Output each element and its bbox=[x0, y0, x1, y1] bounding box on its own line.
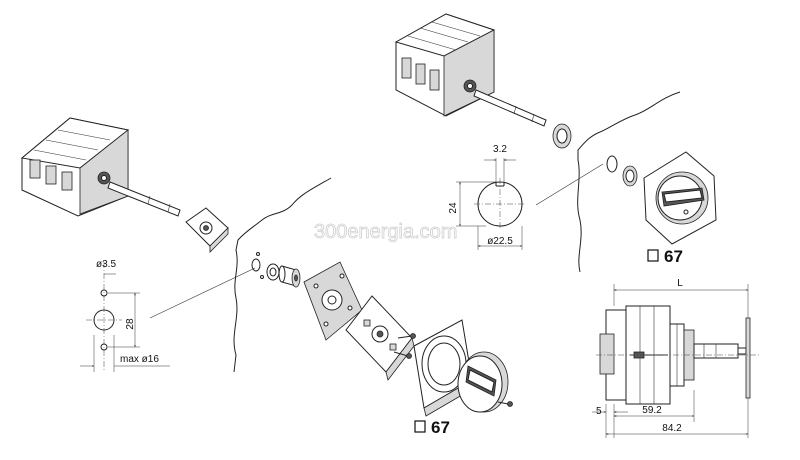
lock-ring-right bbox=[552, 123, 572, 149]
mounting-gasket bbox=[303, 261, 363, 341]
cutout-drawing bbox=[456, 158, 526, 250]
hole-height-label: 28 bbox=[125, 318, 136, 330]
leader-left bbox=[149, 267, 256, 319]
sealing-ring-right bbox=[606, 155, 638, 187]
flat-width-label: 3.2 bbox=[493, 144, 507, 155]
overall-length-label: L bbox=[677, 278, 683, 289]
ref-box-right bbox=[647, 249, 659, 262]
shaft-left bbox=[107, 181, 181, 217]
max-width-label: max ø16 bbox=[120, 354, 159, 365]
offset-label: 5 bbox=[596, 406, 602, 417]
panel-wall-right bbox=[577, 91, 681, 273]
cutout-height-label: 24 bbox=[448, 202, 459, 214]
depth-label: 59.2 bbox=[642, 405, 662, 416]
leader-right bbox=[535, 163, 604, 206]
ref-box-left bbox=[414, 420, 426, 433]
screws bbox=[393, 333, 416, 359]
lock-nut bbox=[266, 263, 280, 281]
base-plate bbox=[345, 295, 415, 381]
switch-body-left bbox=[20, 117, 130, 217]
ref-number-right: 67 bbox=[664, 247, 683, 266]
adapter-plate-left bbox=[185, 207, 229, 253]
threaded-bushing bbox=[278, 265, 301, 288]
switch-body-right bbox=[394, 13, 496, 117]
handle-assembly-right bbox=[643, 151, 717, 245]
ref-number-left: 67 bbox=[431, 418, 450, 437]
panel-wall-left bbox=[233, 177, 332, 373]
hole-drawing bbox=[80, 262, 170, 372]
total-length-label: 84.2 bbox=[662, 423, 682, 434]
panel-holes bbox=[251, 252, 264, 279]
cutout-diameter-label: ø22.5 bbox=[487, 236, 513, 247]
rotary-handle bbox=[457, 351, 513, 413]
front-cover bbox=[413, 319, 475, 417]
pilot-diameter-label: ø3.5 bbox=[96, 259, 116, 270]
watermark: 300energia.com bbox=[314, 221, 457, 243]
side-view bbox=[592, 284, 760, 438]
shaft-right bbox=[473, 89, 547, 127]
